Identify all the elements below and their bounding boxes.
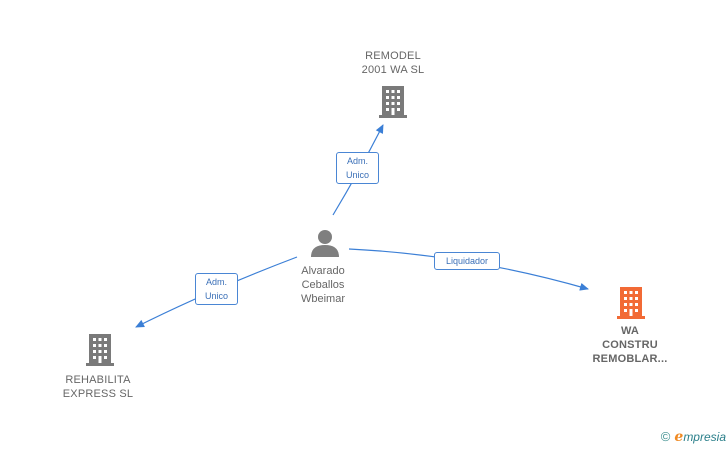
- label-line: REHABILITA: [65, 374, 131, 386]
- label-line: Ceballos: [301, 279, 345, 291]
- edge-label-adm-unico-rehabilita[interactable]: Adm. Unico: [195, 273, 238, 305]
- edge-label-line: Adm.: [346, 156, 368, 166]
- person-icon[interactable]: [311, 230, 339, 257]
- label-line: REMODEL: [365, 50, 421, 62]
- building-icon[interactable]: [86, 334, 114, 366]
- edge-label-line: Unico: [345, 170, 369, 180]
- building-icon[interactable]: [379, 86, 407, 118]
- edge-label-line: Adm.: [205, 277, 227, 287]
- brand-e: e: [674, 429, 684, 445]
- brand-name: mpresia: [683, 430, 726, 444]
- company-label-remodel[interactable]: REMODEL 2001 WA SL: [333, 49, 453, 77]
- label-line: EXPRESS SL: [62, 388, 134, 400]
- label-line: CONSTRU: [602, 339, 658, 351]
- building-icon[interactable]: [617, 287, 645, 319]
- company-label-wa-constru[interactable]: WA CONSTRU REMOBLAR...: [570, 324, 690, 366]
- edge-label-line: Liquidador: [445, 256, 489, 266]
- label-line: Alvarado: [301, 265, 345, 277]
- empresia-logo: ©empresia: [661, 429, 726, 445]
- company-label-rehabilita[interactable]: REHABILITA EXPRESS SL: [38, 373, 158, 401]
- label-line: Wbeimar: [300, 293, 345, 305]
- label-line: REMOBLAR...: [592, 353, 668, 365]
- edge-label-liquidador[interactable]: Liquidador: [434, 252, 500, 270]
- copyright-icon: ©: [660, 429, 671, 444]
- label-line: WA: [620, 325, 640, 337]
- edge-label-line: Unico: [204, 291, 228, 301]
- person-label[interactable]: Alvarado Ceballos Wbeimar: [272, 264, 374, 306]
- edge-label-adm-unico-remodel[interactable]: Adm. Unico: [336, 152, 379, 184]
- label-line: 2001 WA SL: [361, 64, 425, 76]
